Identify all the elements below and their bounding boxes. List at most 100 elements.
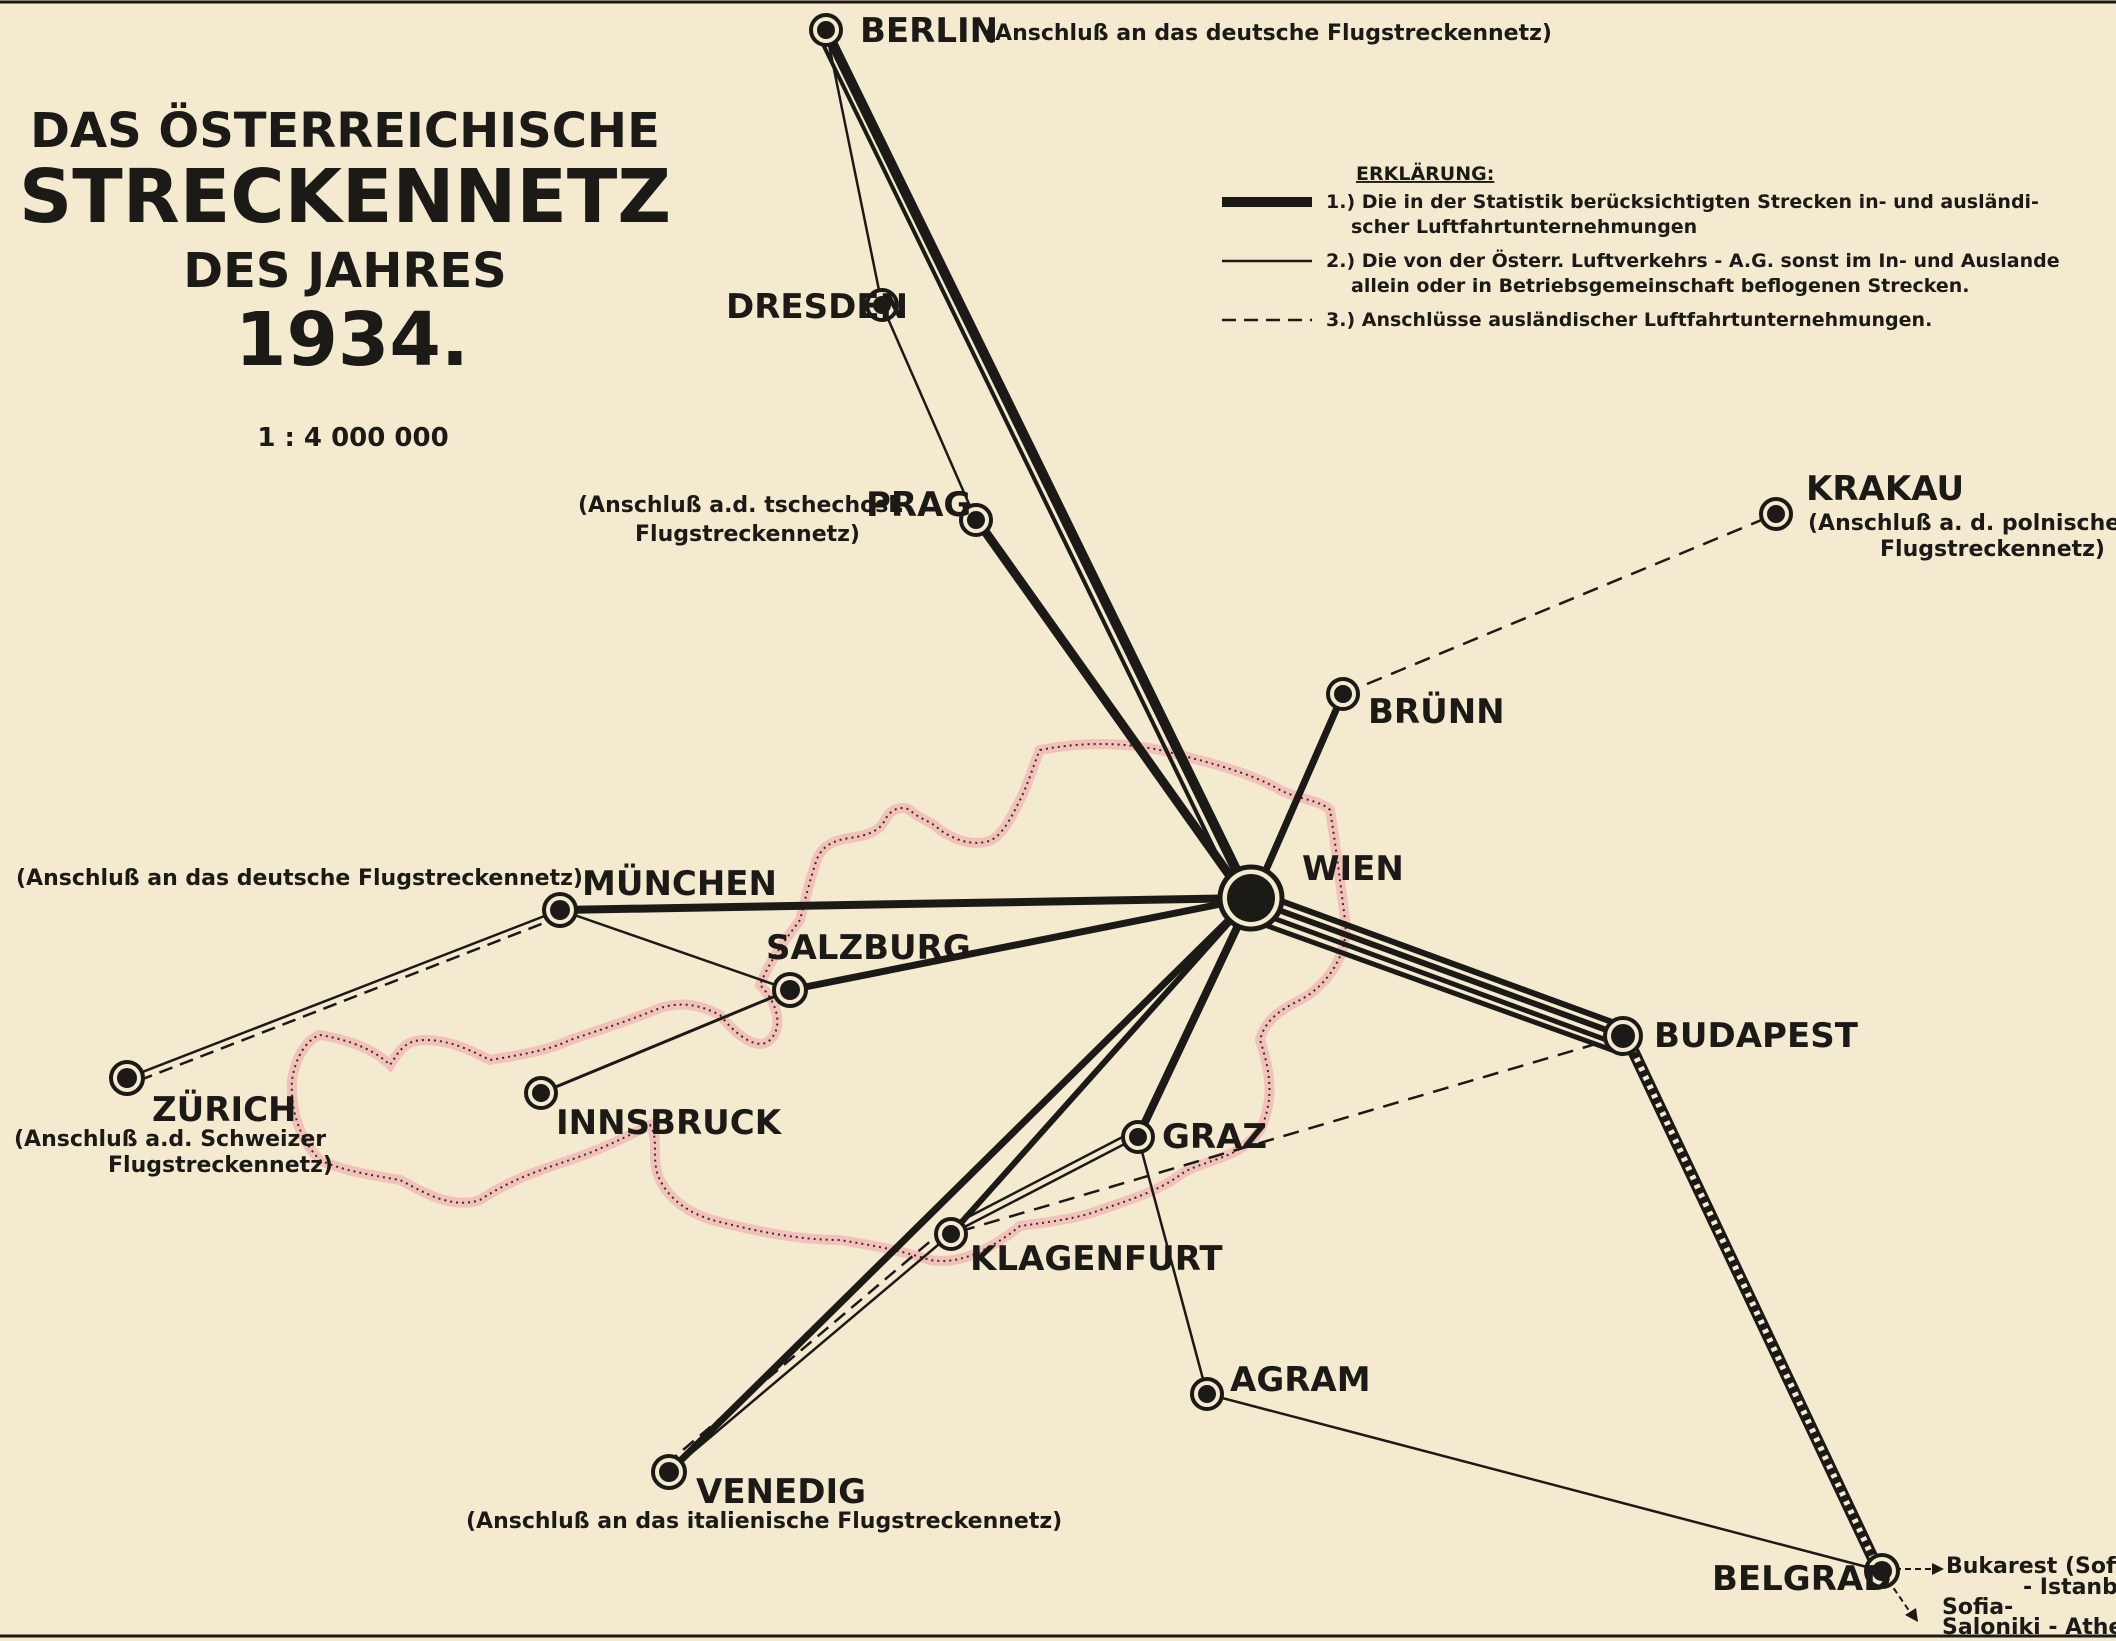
city-graz: GRAZ	[1121, 1117, 1267, 1157]
city-belgrad: BELGRAD	[1712, 1553, 1900, 1599]
note-belgrad-1-line-1: Bukarest (Sofia)-	[1946, 1554, 2116, 1579]
city-dot-berlin	[817, 21, 835, 39]
city-zuerich: ZÜRICH	[109, 1060, 297, 1130]
title-line-2: STRECKENNETZ	[19, 154, 671, 240]
note-berlin: (Anschluß an das deutsche Flugstreckenne…	[985, 21, 1552, 46]
austria-border	[286, 739, 1351, 1266]
route-wien-budapest-2	[1249, 897, 1625, 1039]
legend-item-2-line-2: allein oder in Betriebsgemeinschaft befl…	[1351, 275, 1970, 297]
route-klagenfurt-venedig	[668, 1233, 952, 1473]
city-innsbruck: INNSBRUCK	[524, 1076, 783, 1143]
city-dot-venedig	[659, 1462, 679, 1482]
city-dot-muenchen	[550, 900, 570, 920]
city-label-innsbruck: INNSBRUCK	[556, 1103, 783, 1143]
route-budapest-klagenfurt	[950, 1034, 1624, 1236]
city-dot-salzburg	[780, 980, 800, 1000]
city-label-agram: AGRAM	[1230, 1360, 1371, 1400]
city-dot-budapest	[1611, 1024, 1635, 1048]
note-belgrad-1-line-2: - Istanbul	[2023, 1575, 2116, 1600]
route-wien-graz	[1134, 896, 1255, 1139]
note-zuerich-line-1: (Anschluß a.d. Schweizer	[14, 1127, 326, 1152]
route-wien-budapest-1	[1249, 887, 1625, 1029]
city-label-salzburg: SALZBURG	[766, 928, 971, 968]
city-label-muenchen: MÜNCHEN	[582, 863, 777, 904]
note-muenchen: (Anschluß an das deutsche Flugstreckenne…	[16, 866, 583, 891]
city-dot-dresden	[873, 296, 891, 314]
route-graz-agram	[1136, 1136, 1209, 1395]
city-dot-krakau	[1767, 505, 1785, 523]
city-wien: WIEN	[1217, 849, 1404, 932]
routes	[126, 27, 1944, 1622]
note-venedig: (Anschluß an das italienische Flugstreck…	[466, 1509, 1062, 1534]
city-agram: AGRAM	[1190, 1360, 1371, 1411]
map-scale: 1 : 4 000 000	[257, 423, 448, 453]
legend-item-3: 3.) Anschlüsse ausländischer Luftfahrtun…	[1326, 309, 1932, 331]
arrow-sofia	[1905, 1608, 1918, 1622]
city-label-krakau: KRAKAU	[1806, 469, 1964, 509]
route-wien-venedig	[666, 895, 1254, 1475]
city-label-graz: GRAZ	[1162, 1117, 1267, 1157]
note-prag-line-2: Flugstreckennetz)	[635, 522, 860, 547]
route-muenchen-zuerich-dashed	[129, 914, 563, 1086]
city-dot-belgrad	[1872, 1561, 1892, 1581]
route-belgrad-sofia	[1887, 1579, 1913, 1616]
route-wien-prag	[973, 517, 1251, 903]
city-label-berlin: BERLIN	[860, 11, 998, 51]
city-dot-wien	[1227, 874, 1275, 922]
cities: BERLIN DRESDEN PRAG KRAKAU BRÜNN WIEN MÜNCHEN S…	[109, 11, 1964, 1599]
city-bruenn: BRÜNN	[1326, 677, 1505, 732]
city-label-prag: PRAG	[866, 485, 971, 525]
note-krakau-line-1: (Anschluß a. d. polnische	[1808, 511, 2116, 536]
title-line-1: DAS ÖSTERREICHISCHE	[30, 102, 660, 159]
arrow-bukarest	[1932, 1563, 1944, 1575]
city-muenchen: MÜNCHEN	[542, 863, 777, 928]
city-berlin: BERLIN	[809, 11, 998, 51]
note-belgrad-2-line-1: Sofia-	[1942, 1595, 2013, 1620]
route-berlin-dresden-prag	[824, 29, 978, 521]
route-salzburg-innsbruck	[540, 988, 791, 1095]
city-label-dresden: DRESDEN	[726, 287, 908, 327]
city-salzburg: SALZBURG	[766, 928, 971, 1008]
legend-heading: ERKLÄRUNG:	[1356, 161, 1494, 185]
route-muenchen-salzburg	[559, 908, 791, 992]
city-krakau: KRAKAU	[1759, 469, 1964, 531]
route-graz-klagenfurt-2	[948, 1128, 1137, 1229]
route-wien-berlin-2	[816, 33, 1242, 903]
city-label-venedig: VENEDIG	[696, 1472, 866, 1512]
city-klagenfurt: KLAGENFURT	[934, 1217, 1223, 1279]
title-line-3: DES JAHRES	[183, 243, 506, 299]
legend-item-1-line-1: 1.) Die in der Statistik berücksichtigte…	[1326, 191, 2039, 213]
route-budapest-belgrad-dashes	[1625, 1038, 1881, 1571]
route-wien-berlin	[821, 27, 1255, 901]
city-venedig: VENEDIG	[651, 1454, 866, 1512]
city-dresden: DRESDEN	[726, 287, 908, 327]
connection-notes: (Anschluß an das deutsche Flugstreckenne…	[14, 21, 2116, 1640]
map-title: DAS ÖSTERREICHISCHE STRECKENNETZ DES JAH…	[19, 102, 671, 453]
route-graz-klagenfurt	[950, 1135, 1139, 1236]
city-dot-zuerich	[117, 1068, 137, 1088]
city-dot-graz	[1129, 1128, 1147, 1146]
city-label-wien: WIEN	[1302, 849, 1404, 889]
city-dot-agram	[1198, 1385, 1216, 1403]
legend-item-1-line-2: scher Luftfahrtunternehmungen	[1351, 216, 1697, 238]
city-dot-innsbruck	[532, 1084, 550, 1102]
city-label-belgrad: BELGRAD	[1712, 1559, 1891, 1599]
route-agram-belgrad	[1206, 1392, 1883, 1573]
city-dot-prag	[967, 511, 985, 529]
note-prag-line-1: (Anschluß a.d. tschechosl.	[578, 493, 904, 518]
legend-item-2-line-1: 2.) Die von der Österr. Luftverkehrs - A…	[1326, 248, 2060, 272]
route-wien-budapest-4	[1250, 917, 1624, 1057]
route-wien-budapest-3	[1250, 907, 1624, 1049]
city-label-klagenfurt: KLAGENFURT	[970, 1239, 1223, 1279]
title-year: 1934.	[235, 297, 469, 383]
legend: ERKLÄRUNG: 1.) Die in der Statistik berü…	[1222, 161, 2060, 331]
route-wien-bruenn	[1251, 692, 1347, 897]
city-dot-bruenn	[1334, 685, 1352, 703]
route-muenchen-zuerich	[126, 908, 561, 1080]
route-wien-salzburg	[789, 894, 1252, 994]
route-wien-muenchen	[559, 894, 1252, 914]
note-krakau-line-2: Flugstreckennetz)	[1880, 537, 2105, 562]
city-label-bruenn: BRÜNN	[1368, 691, 1505, 732]
note-belgrad-2-line-2: Saloniki - Athen	[1942, 1615, 2116, 1640]
